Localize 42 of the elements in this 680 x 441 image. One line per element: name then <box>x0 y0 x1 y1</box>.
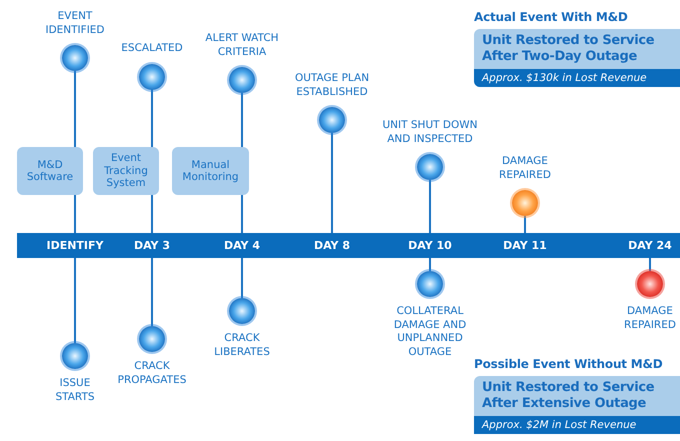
cost-note: Approx. $2M in Lost Revenue <box>474 416 680 434</box>
event-label: DAMAGE REPAIRED <box>498 155 552 182</box>
event-label: OUTAGE PLAN ESTABLISHED <box>294 72 370 99</box>
event-label: ESCALATED <box>121 42 183 56</box>
event-label: CRACK LIBERATES <box>213 332 271 359</box>
event-label: UNIT SHUT DOWN AND INSPECTED <box>382 119 478 146</box>
day-label: DAY 24 <box>621 233 679 258</box>
day-label: IDENTIFY <box>40 233 110 258</box>
event-label: ALERT WATCH CRITERIA <box>204 32 280 59</box>
connector-line <box>241 258 243 298</box>
system-box: M&D Software <box>17 147 83 195</box>
connector-line <box>331 133 333 233</box>
connector-line <box>151 195 153 233</box>
connector-line <box>241 195 243 233</box>
day-label: DAY 3 <box>117 233 187 258</box>
connector-line <box>74 71 76 147</box>
connector-line <box>74 195 76 233</box>
connector-line <box>74 258 76 343</box>
system-box: Manual Monitoring <box>172 147 249 195</box>
outcome-text: Unit Restored to Service After Extensive Outage <box>481 379 656 413</box>
event-label: CRACK PROPAGATES <box>116 360 188 387</box>
event-label: ISSUE STARTS <box>54 377 96 404</box>
cost-note: Approx. $130k in Lost Revenue <box>474 69 680 87</box>
system-box: Event Tracking System <box>93 147 159 195</box>
connector-line <box>151 90 153 147</box>
event-label: COLLATERAL DAMAGE AND UNPLANNED OUTAGE <box>392 305 468 359</box>
outcome-text: Unit Restored to Service After Two-Day Outage <box>481 32 656 66</box>
day-label: DAY 4 <box>207 233 277 258</box>
day-label: DAY 8 <box>297 233 367 258</box>
scenario-heading: Actual Event With M&D <box>474 9 629 25</box>
connector-line <box>429 180 431 233</box>
connector-line <box>429 258 431 271</box>
timeline-bar <box>17 233 680 258</box>
day-label: DAY 10 <box>395 233 465 258</box>
event-label: EVENT IDENTIFIED <box>44 10 106 37</box>
connector-line <box>241 93 243 147</box>
scenario-heading: Possible Event Without M&D <box>474 356 664 372</box>
connector-line <box>524 216 526 233</box>
connector-line <box>151 258 153 326</box>
day-label: DAY 11 <box>490 233 560 258</box>
event-label: DAMAGE REPAIRED <box>623 305 677 332</box>
connector-line <box>649 258 651 271</box>
